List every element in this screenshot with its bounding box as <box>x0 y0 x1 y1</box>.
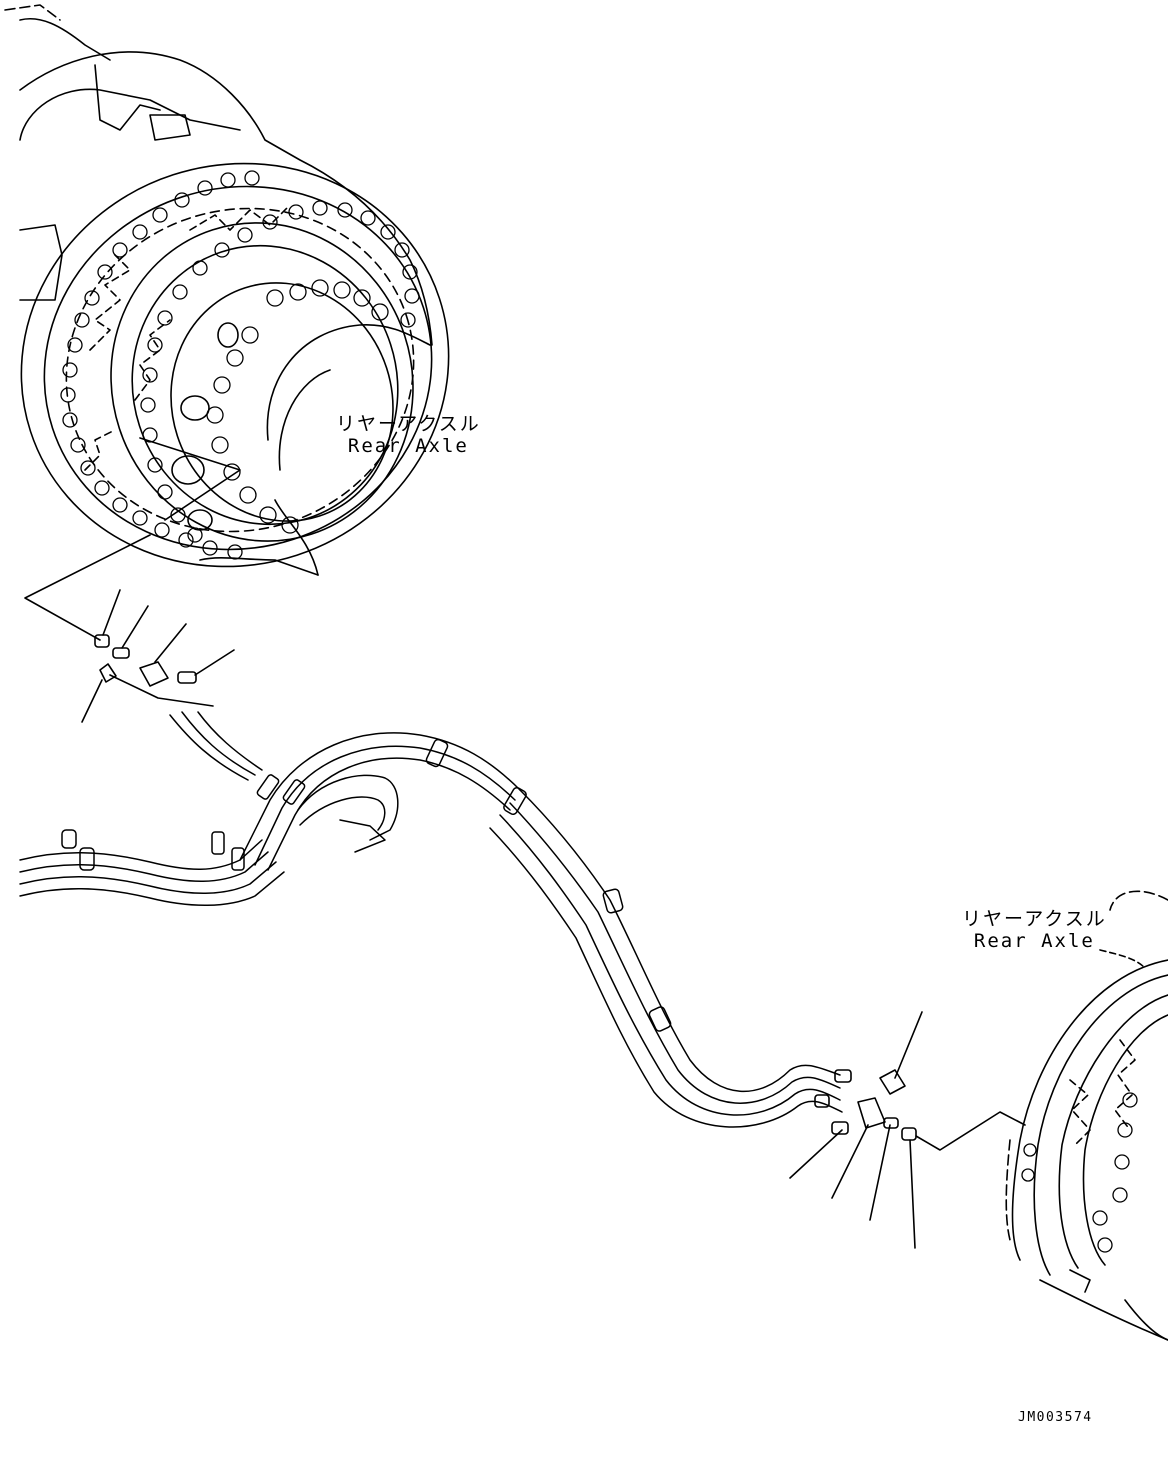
rear-axle-label-upper-jp: リヤーアクスル <box>336 413 481 435</box>
rear-axle-label-upper-en: Rear Axle <box>347 434 469 457</box>
lower-fitting-cluster <box>789 1011 1026 1249</box>
rear-axle-label-upper: リヤーアクスル Rear Axle <box>336 413 481 458</box>
rear-axle-label-lower-en: Rear Axle <box>973 929 1095 952</box>
upper-fitting-cluster <box>81 589 235 723</box>
lower-rear-axle <box>1005 890 1168 1341</box>
rear-axle-label-lower-jp: リヤーアクスル <box>962 908 1107 930</box>
rear-axle-label-lower: リヤーアクスル Rear Axle <box>962 908 1107 953</box>
label-leader <box>1099 949 1146 969</box>
drawing-code: JM003574 <box>1018 1410 1093 1425</box>
upper-rear-axle <box>4 4 450 641</box>
hydraulic-tubes <box>19 711 843 1128</box>
